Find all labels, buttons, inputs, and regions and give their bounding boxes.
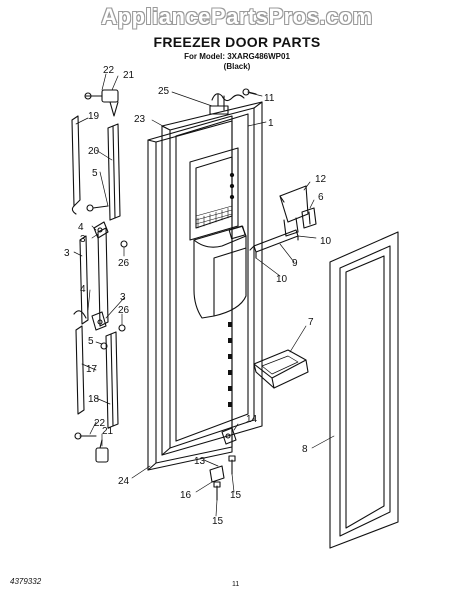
drip-tray [253, 349, 309, 389]
lower-handle-strip [75, 325, 85, 415]
dispenser-switch [301, 207, 317, 229]
wire-harness [209, 93, 245, 115]
lower-handle-mount [73, 310, 126, 350]
upper-handle-mount [86, 204, 128, 248]
door-outer-panel [147, 115, 233, 471]
callout-25: 25 [158, 86, 170, 97]
callout-labels: 22 21 25 11 23 1 19 20 5 12 6 4 3 10 3 2… [64, 65, 332, 527]
callout-15-right: 15 [230, 490, 242, 501]
page-number: 11 [232, 581, 240, 588]
callout-17: 17 [86, 364, 98, 375]
callout-4-lower: 4 [80, 284, 86, 295]
callout-3-upper: 3 [80, 234, 86, 245]
lower-handle [105, 331, 119, 429]
callout-26-upper: 26 [118, 258, 130, 269]
middle-handle [97, 227, 109, 327]
callout-11: 11 [264, 93, 275, 104]
callout-7: 7 [308, 317, 314, 328]
dispenser-housing [193, 225, 247, 319]
bottom-hinge-bracket [209, 427, 237, 501]
door-gasket [329, 231, 399, 549]
callout-19: 19 [88, 111, 100, 122]
leader-lines [73, 73, 335, 517]
callout-10-right: 10 [320, 236, 332, 247]
callout-23: 23 [134, 114, 146, 125]
callout-1: 1 [268, 118, 274, 129]
callout-2: 3 [64, 248, 70, 259]
callout-13: 13 [194, 456, 206, 467]
callout-26-lower: 26 [118, 305, 130, 316]
upper-handle-strip [71, 115, 81, 215]
callout-8: 8 [302, 444, 308, 455]
callout-24: 24 [118, 476, 130, 487]
screw-top [242, 88, 257, 96]
callout-21-bottom: 21 [102, 426, 114, 437]
callout-5-lower: 5 [88, 336, 94, 347]
callout-15-bottom: 15 [212, 516, 224, 527]
door-liner [161, 101, 263, 456]
dispenser-recess [189, 147, 239, 241]
middle-handle-strip [79, 235, 89, 325]
door-shelf-slots [228, 322, 232, 407]
callout-18: 18 [88, 394, 100, 405]
callout-10-lower: 10 [276, 274, 288, 285]
upper-hinge [84, 89, 119, 117]
callout-12: 12 [315, 174, 327, 185]
site-watermark: AppliancePartsPros.com [101, 4, 373, 29]
diagram-title: FREEZER DOOR PARTS [153, 34, 321, 50]
upper-handle [107, 123, 121, 221]
callout-20: 20 [88, 146, 100, 157]
callout-22-bottom: 22 [94, 418, 106, 429]
callout-5-upper: 5 [92, 168, 98, 179]
document-number: 4379332 [10, 577, 42, 586]
callout-21-top: 21 [123, 70, 135, 81]
model-color: (Black) [223, 62, 251, 71]
callout-14: 14 [246, 414, 258, 425]
callout-9: 9 [292, 258, 298, 269]
lower-hinge [74, 432, 109, 463]
callout-4-upper: 4 [78, 222, 84, 233]
dispenser-lever [279, 185, 309, 237]
callout-22-top: 22 [103, 65, 115, 76]
callout-6: 6 [318, 192, 324, 203]
callout-16: 16 [180, 490, 192, 501]
model-number: For Model: 3XARG486WP01 [184, 52, 290, 61]
callout-3-lower: 3 [120, 292, 126, 303]
